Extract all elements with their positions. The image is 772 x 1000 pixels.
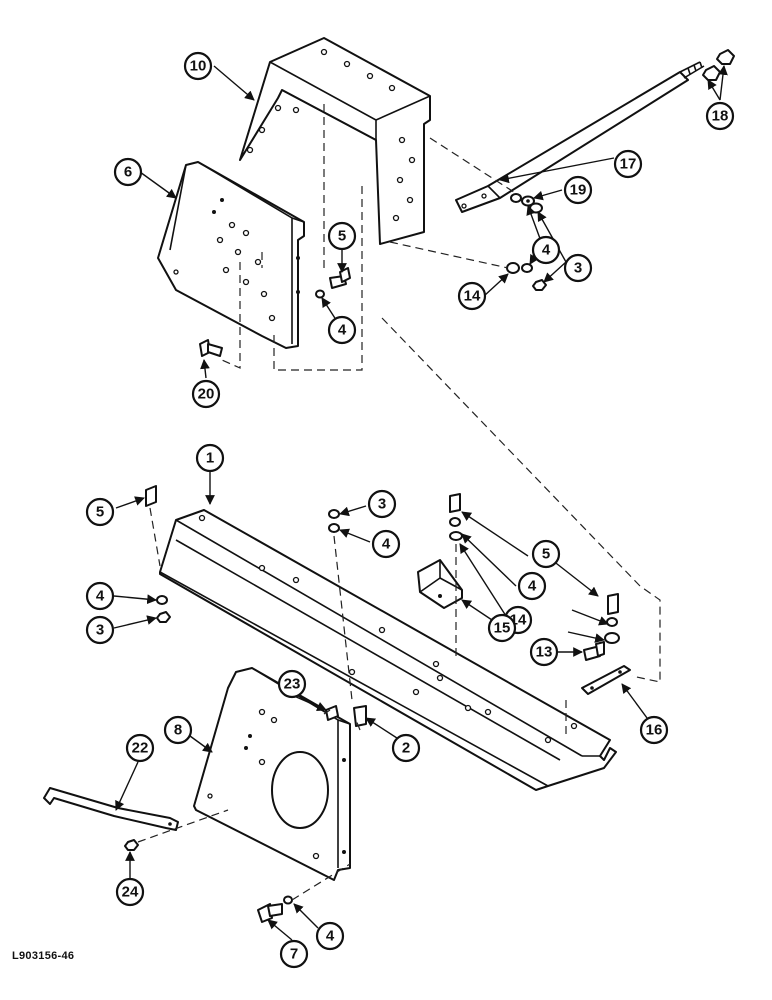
callout-label: 5 — [338, 228, 346, 245]
callout-4: 4 — [327, 315, 357, 345]
callout-label: 4 — [338, 322, 347, 339]
callouts: 10 6 5 4 20 17 18 19 4 3 14 1 5 3 4 4 3 … — [85, 51, 735, 969]
part-6-side-plate — [157, 161, 305, 349]
callout-label: 6 — [124, 164, 132, 181]
callout-label: 5 — [542, 546, 550, 563]
callout-10: 10 — [183, 51, 213, 81]
callout-6: 6 — [113, 157, 143, 187]
part-22-bent-rod — [43, 787, 179, 831]
upper-alignment-lines — [221, 104, 521, 371]
callout-label: 4 — [382, 536, 391, 553]
callout-2: 2 — [391, 733, 421, 763]
callout-22: 22 — [125, 733, 155, 763]
callout-8: 8 — [163, 715, 193, 745]
part-20-bolt — [199, 339, 223, 357]
callout-label: 15 — [494, 620, 511, 637]
callout-label: 13 — [536, 644, 553, 661]
callout-label: 17 — [620, 156, 637, 173]
callout-13: 13 — [529, 637, 559, 667]
callout-4: 4 — [371, 529, 401, 559]
callout-label: 24 — [122, 884, 139, 901]
callout-label: 23 — [284, 676, 301, 693]
callout-20: 20 — [191, 379, 221, 409]
callout-label: 20 — [198, 386, 215, 403]
callout-label: 8 — [174, 722, 182, 739]
callout-label: 18 — [712, 108, 729, 125]
callout-17: 17 — [613, 149, 643, 179]
part-15-angle-bracket — [417, 559, 463, 609]
callout-5: 5 — [531, 539, 561, 569]
beam-hardware — [145, 485, 620, 727]
callout-5: 5 — [327, 221, 357, 251]
callout-label: 22 — [132, 740, 149, 757]
callout-label: 1 — [206, 450, 214, 467]
part-16-strap — [581, 665, 631, 695]
lower-alignment-lines — [149, 317, 661, 738]
callout-7: 7 — [279, 939, 309, 969]
callout-3: 3 — [85, 615, 115, 645]
callout-label: 4 — [528, 578, 537, 595]
part-10-shroud — [239, 37, 431, 245]
callout-4: 4 — [517, 571, 547, 601]
part-8-mounting-plate — [193, 667, 351, 881]
callout-3: 3 — [563, 253, 593, 283]
callout-14: 14 — [457, 281, 487, 311]
callout-1: 1 — [195, 443, 225, 473]
callout-label: 4 — [326, 928, 335, 945]
callout-16: 16 — [639, 715, 669, 745]
upper-bolt-5 — [315, 267, 351, 299]
callout-label: 16 — [646, 722, 663, 739]
callout-label: 10 — [190, 58, 207, 75]
callout-4: 4 — [315, 921, 345, 951]
part-18-nuts — [702, 49, 735, 81]
part-7-bolt — [257, 895, 293, 923]
drawing-reference-number: L903156-46 — [12, 950, 75, 962]
callout-label: 19 — [570, 182, 587, 199]
callout-23: 23 — [277, 669, 307, 699]
small-hardware — [124, 705, 339, 851]
callout-label: 14 — [464, 288, 481, 305]
callout-label: 7 — [290, 946, 298, 963]
callout-label: 3 — [378, 496, 386, 513]
callout-15: 15 — [487, 613, 517, 643]
callout-3: 3 — [367, 489, 397, 519]
callout-label: 4 — [96, 588, 105, 605]
part-13-bolt — [583, 641, 605, 661]
callout-5: 5 — [85, 497, 115, 527]
callout-label: 4 — [542, 242, 551, 259]
callout-4: 4 — [531, 235, 561, 265]
callout-19: 19 — [563, 175, 593, 205]
part-1-channel-beam — [159, 509, 617, 791]
callout-18: 18 — [705, 101, 735, 131]
callout-label: 2 — [402, 740, 410, 757]
callout-24: 24 — [115, 877, 145, 907]
callout-label: 3 — [96, 622, 104, 639]
rod-hardware — [506, 193, 547, 291]
callout-label: 3 — [574, 260, 582, 277]
plate-alignment-lines — [137, 709, 351, 901]
callout-label: 5 — [96, 504, 104, 521]
callout-4: 4 — [85, 581, 115, 611]
